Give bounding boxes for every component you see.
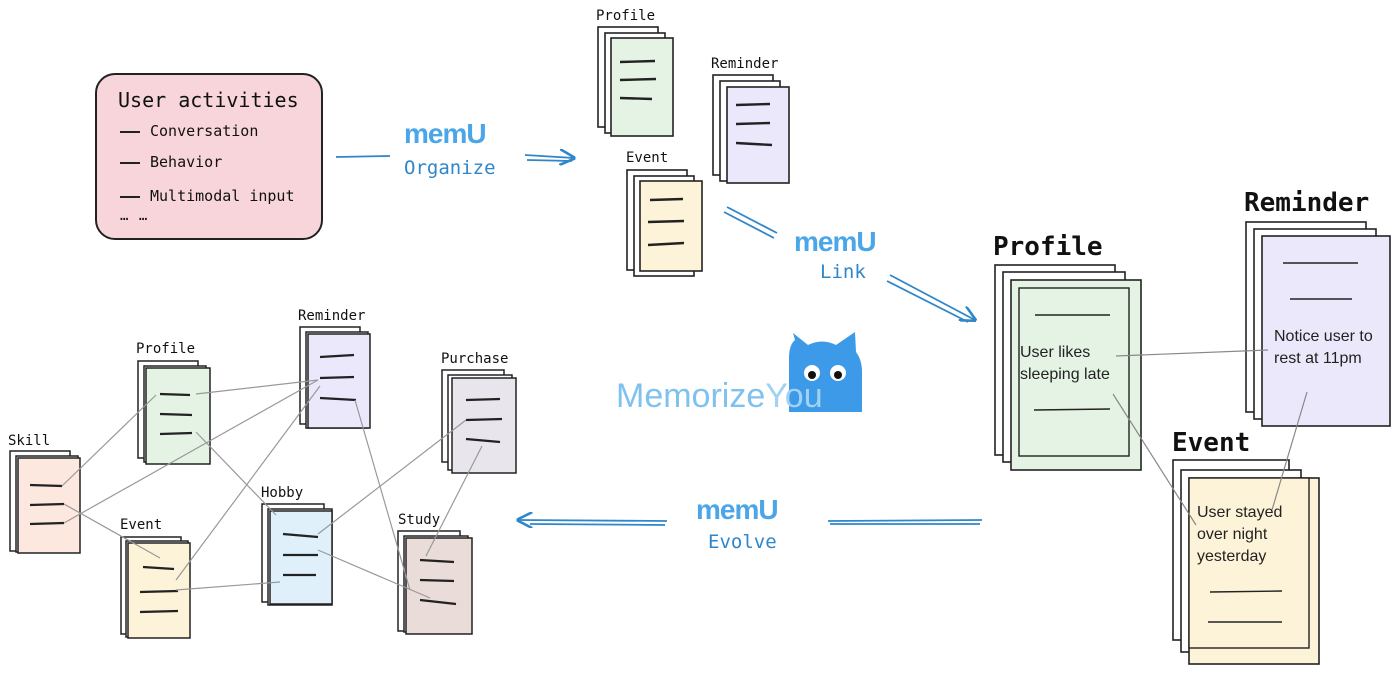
graph-hobby-stack xyxy=(261,503,333,606)
user-activities-title: User activities xyxy=(118,88,299,112)
profile-note: User likes sleeping late xyxy=(1020,344,1110,383)
graph-study-label: Study xyxy=(398,512,441,528)
step-link-label: Link xyxy=(820,261,866,283)
activity-item-label: Conversation xyxy=(150,122,259,140)
evolve-arrow xyxy=(518,520,983,525)
graph-event-stack xyxy=(120,536,191,639)
event-note: User stayed over night yesterday xyxy=(1197,504,1283,565)
graph-profile-label: Profile xyxy=(136,341,196,357)
graph-profile-stack xyxy=(137,360,211,465)
organized-profile-label: Profile xyxy=(596,8,656,24)
reminder-note: Notice user to rest at 11pm xyxy=(1274,328,1373,367)
you-word: You xyxy=(765,377,823,415)
graph-event-label: Event xyxy=(120,517,163,533)
activity-item-conversation: Conversation xyxy=(120,122,258,140)
organized-reminder-label: Reminder xyxy=(711,56,779,72)
memorize-word: Memorize xyxy=(616,377,766,415)
graph-study-stack xyxy=(397,530,473,635)
organized-profile-stack xyxy=(597,26,674,137)
graph-reminder-stack xyxy=(299,326,371,429)
memu-logo-text: memU xyxy=(794,226,877,257)
organized-event-label: Event xyxy=(626,150,669,166)
linked-connectors xyxy=(1112,349,1308,526)
activity-more: … … xyxy=(120,208,149,224)
organized-event-stack xyxy=(626,169,703,277)
linked-event-stack xyxy=(1172,459,1320,665)
linked-profile-label: Profile xyxy=(993,232,1103,262)
activity-item-multimodal: Multimodal input xyxy=(120,187,295,205)
organize-arrow xyxy=(335,155,574,161)
memu-logo-organize: memU xyxy=(404,118,487,150)
linked-profile-stack xyxy=(994,264,1142,471)
link-arrow-lower xyxy=(886,274,975,323)
linked-event-label: Event xyxy=(1172,428,1251,458)
user-activities-box xyxy=(95,73,323,240)
memu-logo-evolve: memU xyxy=(696,494,779,526)
linked-reminder-stack xyxy=(1245,221,1391,427)
memu-logo-text: memU xyxy=(404,118,487,149)
organized-reminder-stack xyxy=(712,74,790,184)
activity-item-label: Multimodal input xyxy=(150,187,295,205)
memu-logo-text: memU xyxy=(696,494,779,525)
graph-hobby-label: Hobby xyxy=(261,485,304,501)
step-organize-label: Organize xyxy=(404,157,496,179)
linked-reminder-label: Reminder xyxy=(1244,188,1370,218)
graph-skill-label: Skill xyxy=(8,433,51,449)
link-arrow-upper xyxy=(723,206,778,239)
activity-item-label: Behavior xyxy=(150,153,223,171)
graph-skill-stack xyxy=(9,450,81,554)
activity-item-behavior: Behavior xyxy=(120,153,222,171)
mascot-cat-icon xyxy=(789,332,862,412)
graph-connectors xyxy=(61,379,483,599)
memorize-you-wordmark: MemorizeYou xyxy=(616,377,823,416)
graph-reminder-label: Reminder xyxy=(298,308,366,324)
memu-logo-link: memU xyxy=(794,226,877,258)
step-evolve-label: Evolve xyxy=(708,531,777,553)
graph-purchase-label: Purchase xyxy=(441,351,509,367)
graph-purchase-stack xyxy=(441,369,517,474)
